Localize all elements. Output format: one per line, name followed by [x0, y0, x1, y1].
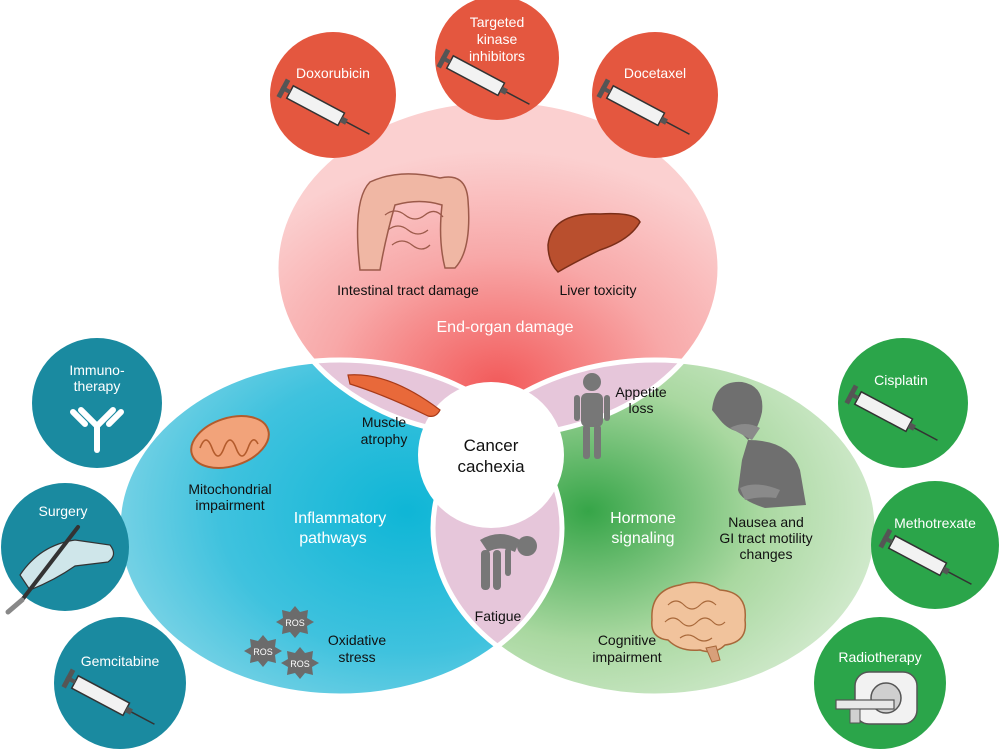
mito-label-line2: impairment: [195, 497, 264, 513]
intestinal-damage-label: Intestinal tract damage: [337, 282, 479, 298]
syringe-icon: [844, 384, 938, 441]
oxidative-stress-label-line1: Oxidative: [328, 632, 387, 648]
muscle-icon: [347, 374, 441, 417]
inflammatory-label-line1: Inflammatory: [294, 510, 386, 527]
center-circle: [418, 382, 564, 528]
nausea-person-icon: [712, 381, 806, 508]
syringe-icon: [61, 668, 155, 725]
ros-label-2: ROS: [253, 647, 273, 657]
methotrexate-circle: [871, 481, 999, 609]
doxorubicin-circle: [270, 32, 396, 158]
immunotherapy-circle: [32, 338, 162, 468]
cisplatin-circle: [838, 338, 968, 468]
fatigue-label: Fatigue: [475, 608, 522, 624]
hormone-label-line1: Hormone: [610, 510, 676, 527]
cognitive-label-line2: impairment: [592, 649, 661, 665]
center-label-line1: Cancer: [464, 436, 519, 455]
radiotherapy-label: Radiotherapy: [838, 649, 921, 665]
right-treatments: Cisplatin Methotrexate Radiotherapy: [814, 338, 999, 749]
cognitive-label-line1: Cognitive: [598, 632, 657, 648]
doxorubicin-label: Doxorubicin: [296, 65, 370, 81]
ros-icon: ROS ROS ROS: [244, 606, 319, 679]
antibody-icon: [70, 407, 124, 453]
ros-label-1: ROS: [285, 618, 305, 628]
muscle-atrophy-label-line2: atrophy: [361, 431, 408, 447]
scalpel-hand-icon: [5, 525, 115, 615]
fatigue-icon: [480, 534, 537, 590]
oxidative-stress-label-line2: stress: [338, 649, 375, 665]
ros-label-3: ROS: [290, 659, 310, 669]
immunotherapy-label-line2: therapy: [74, 378, 121, 394]
kinase-label-line2: kinase: [477, 31, 518, 47]
docetaxel-circle: [592, 32, 718, 158]
appetite-loss-label-line1: Appetite: [615, 384, 667, 400]
immunotherapy-label-line1: Immuno-: [69, 362, 125, 378]
inflammatory-label-line2: pathways: [299, 530, 367, 547]
end-organ-damage-label: End-organ damage: [437, 319, 574, 336]
syringe-icon: [276, 78, 370, 135]
person-icon: [574, 373, 610, 459]
docetaxel-label: Docetaxel: [624, 65, 686, 81]
methotrexate-label: Methotrexate: [894, 515, 976, 531]
mito-label-line1: Mitochondrial: [188, 481, 271, 497]
venn-diagram: [115, 97, 880, 699]
hormone-label-line2: signaling: [611, 530, 674, 547]
liver-icon: [547, 212, 641, 273]
appetite-loss-label-line2: loss: [629, 400, 654, 416]
mitochondrion-icon: [190, 415, 270, 469]
kinase-label-line3: inhibitors: [469, 48, 525, 64]
nausea-label-line2: GI tract motility: [719, 530, 812, 546]
nausea-label-line3: changes: [740, 546, 793, 562]
syringe-icon: [436, 48, 530, 105]
gemcitabine-label: Gemcitabine: [81, 653, 160, 669]
nausea-label-line1: Nausea and: [728, 514, 804, 530]
gemcitabine-circle: [54, 617, 186, 749]
syringe-icon: [878, 528, 972, 585]
kinase-label-line1: Targeted: [470, 14, 524, 30]
scanner-icon: [835, 671, 918, 725]
liver-toxicity-label: Liver toxicity: [559, 282, 636, 298]
surgery-label: Surgery: [38, 503, 87, 519]
muscle-atrophy-label-line1: Muscle: [362, 414, 407, 430]
top-treatments: Doxorubicin Targeted kinase inhibitors D…: [270, 0, 718, 158]
left-treatments: Immuno- therapy Surgery Gemcitabine: [1, 338, 186, 749]
syringe-icon: [596, 78, 690, 135]
kinase-inhibitors-circle: [435, 0, 559, 120]
cisplatin-label: Cisplatin: [874, 372, 928, 388]
brain-icon: [651, 581, 747, 663]
center-label-line2: cachexia: [457, 457, 525, 476]
intestine-icon: [356, 173, 470, 271]
